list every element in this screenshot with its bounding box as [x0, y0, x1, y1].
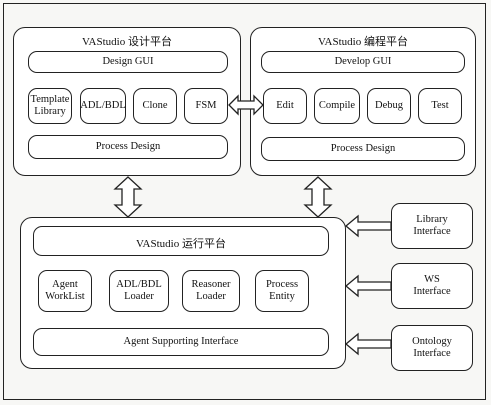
module-clone: Clone	[133, 88, 177, 124]
design-runtime-arrow	[113, 176, 143, 218]
develop-process-design: Process Design	[261, 137, 465, 161]
fsm-edit-arrow	[228, 94, 264, 116]
module-fsm: FSM	[184, 88, 228, 124]
module-compile: Compile	[314, 88, 360, 124]
develop-gui: Develop GUI	[261, 51, 465, 73]
library-arrow	[344, 214, 392, 238]
module-edit: Edit	[263, 88, 307, 124]
design-platform: VAStudio 设计平台 Design GUI Template Librar…	[13, 27, 241, 176]
ontology-arrow	[344, 332, 392, 356]
runtime-platform-title: VAStudio 运行平台	[136, 238, 226, 250]
module-test: Test	[418, 88, 462, 124]
design-gui: Design GUI	[28, 51, 228, 73]
module-template-library: Template Library	[28, 88, 72, 124]
outer-frame	[3, 3, 486, 400]
ws-arrow	[344, 274, 392, 298]
design-platform-title: VAStudio 设计平台	[82, 36, 172, 48]
ontology-interface: Ontology Interface	[391, 325, 473, 371]
agent-supporting-interface: Agent Supporting Interface	[33, 328, 329, 356]
runtime-title-box: VAStudio 运行平台	[33, 226, 329, 256]
develop-platform: VAStudio 编程平台 Develop GUI Edit Compile D…	[250, 27, 476, 176]
module-process-entity: Process Entity	[255, 270, 309, 312]
module-adl-bdl: ADL/BDL	[80, 88, 126, 124]
develop-platform-title: VAStudio 编程平台	[318, 36, 408, 48]
module-adl-bdl-loader: ADL/BDL Loader	[109, 270, 169, 312]
module-agent-worklist: Agent WorkList	[38, 270, 92, 312]
design-process-design: Process Design	[28, 135, 228, 159]
runtime-platform: VAStudio 运行平台 Agent WorkList ADL/BDL Loa…	[20, 217, 346, 369]
library-interface: Library Interface	[391, 203, 473, 249]
ws-interface: WS Interface	[391, 263, 473, 309]
module-reasoner-loader: Reasoner Loader	[182, 270, 240, 312]
module-debug: Debug	[367, 88, 411, 124]
develop-runtime-arrow	[303, 176, 333, 218]
